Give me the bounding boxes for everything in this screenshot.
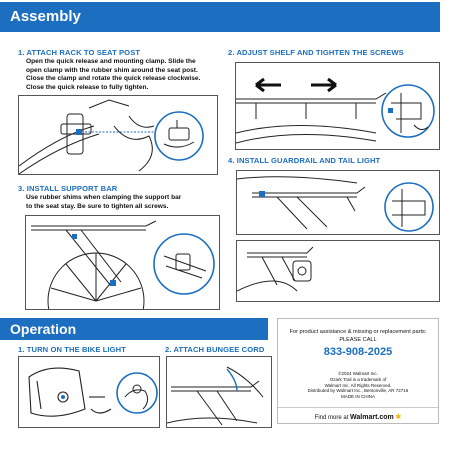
bike-light-drawing — [19, 357, 160, 428]
step2-title: 2. ADJUST SHELF AND TIGHTEN THE SCREWS — [228, 48, 404, 57]
contact-divider — [278, 407, 438, 408]
op2-title: 2. ATTACH BUNGEE CORD — [165, 345, 264, 354]
step1-line: Close the clamp and rotate the quick rel… — [26, 75, 226, 84]
op2-illustration — [166, 356, 272, 428]
step3-title: 3. INSTALL SUPPORT BAR — [18, 184, 117, 193]
step3-line: to the seat stay. Be sure to tighten all… — [26, 203, 226, 212]
guardrail-drawing — [237, 171, 440, 235]
contact-call-label: PLEASE CALL — [278, 337, 438, 343]
find-more: Find more at Walmart.com ✱ — [278, 413, 438, 421]
step3-illustration — [25, 215, 220, 310]
step3-line: Use rubber shims when clamping the suppo… — [26, 194, 226, 203]
step4-title: 4. INSTALL GUARDRAIL AND TAIL LIGHT — [228, 156, 380, 165]
tail-light-drawing — [237, 241, 440, 302]
find-more-prefix: Find more at — [315, 415, 349, 421]
contact-intro: For product assistance & missing or repl… — [278, 329, 438, 335]
step1-line: open clamp with the rubber shim around t… — [26, 67, 226, 76]
step4-illustration-taillight — [236, 240, 440, 302]
step4-illustration-guardrail — [236, 170, 440, 235]
contact-phone: 833-908-2025 — [278, 346, 438, 358]
step1-line: Open the quick release and mounting clam… — [26, 58, 226, 67]
step1-illustration — [18, 95, 218, 175]
step1-line: Close the quick release to fully tighten… — [26, 84, 226, 93]
walmart-spark-icon: ✱ — [395, 414, 401, 421]
operation-header-bar: Operation — [0, 318, 268, 340]
legal-line: MADE IN CHINA — [278, 394, 438, 400]
rack-shelf-adjust-drawing — [236, 63, 440, 150]
bungee-cord-drawing — [167, 357, 272, 428]
legal-text: ©2024 Walmart Inc. Ozark Trail is a trad… — [278, 371, 438, 400]
walmart-link[interactable]: Walmart.com — [350, 414, 394, 421]
op1-illustration — [18, 356, 160, 428]
step1-instructions: Open the quick release and mounting clam… — [26, 58, 226, 92]
step3-instructions: Use rubber shims when clamping the suppo… — [26, 194, 226, 211]
seat-post-clamp-drawing — [19, 96, 218, 175]
step2-illustration — [235, 62, 440, 150]
contact-info-box: For product assistance & missing or repl… — [277, 318, 439, 424]
assembly-header-bar: Assembly — [0, 2, 440, 32]
step1-title: 1. ATTACH RACK TO SEAT POST — [18, 48, 140, 57]
operation-heading: Operation — [10, 321, 76, 337]
support-bar-drawing — [26, 216, 220, 310]
op1-title: 1. TURN ON THE BIKE LIGHT — [18, 345, 126, 354]
assembly-heading: Assembly — [10, 8, 81, 25]
